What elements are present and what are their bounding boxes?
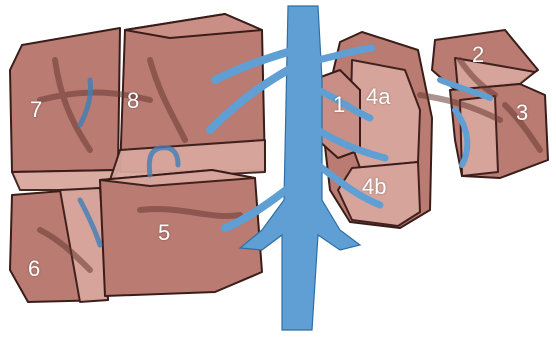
segment-4b-label: 4b [362, 176, 386, 198]
segment-4a-label: 4a [366, 86, 390, 108]
segment-3-label: 3 [516, 102, 528, 124]
segment-7-label: 7 [30, 99, 42, 121]
segment-2-label: 2 [472, 44, 484, 66]
segment-6-label: 6 [28, 258, 40, 280]
segment-1-label: 1 [333, 94, 345, 116]
segment-5-shape [100, 170, 262, 296]
segment-5-label: 5 [158, 222, 170, 244]
segment-8-label: 8 [127, 90, 139, 112]
